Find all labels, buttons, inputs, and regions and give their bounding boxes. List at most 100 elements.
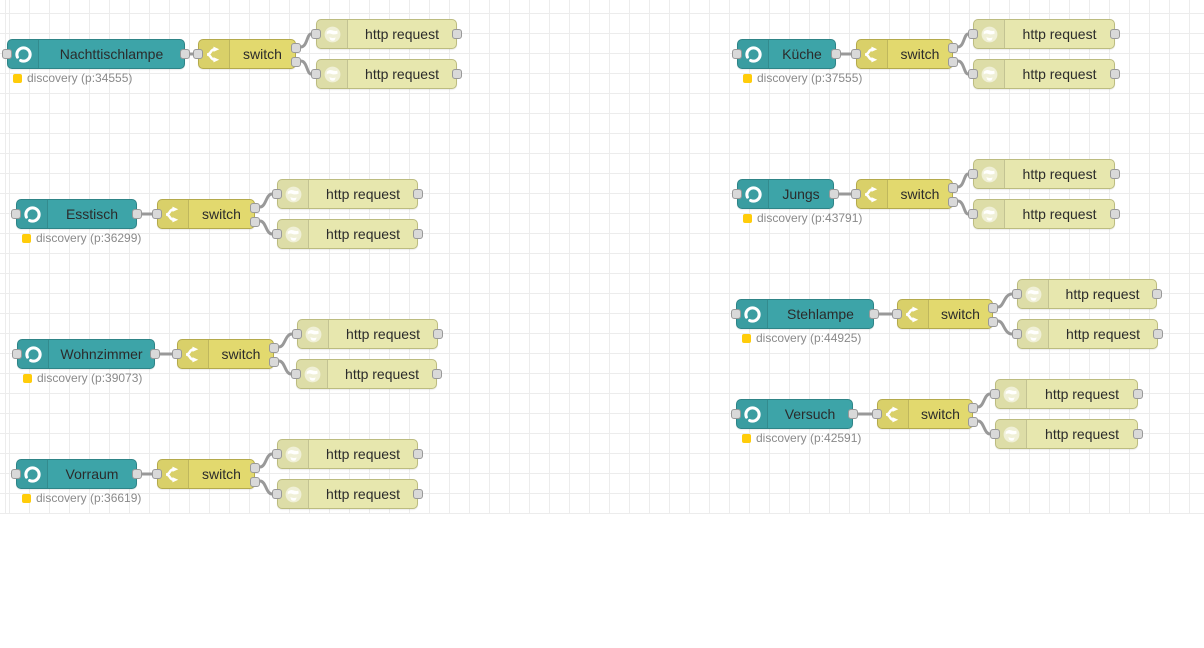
wire[interactable] xyxy=(956,172,970,189)
wire[interactable] xyxy=(996,292,1014,309)
input-port[interactable] xyxy=(12,349,22,359)
output-port[interactable] xyxy=(869,309,879,319)
output-port-2[interactable] xyxy=(948,197,958,207)
wire[interactable] xyxy=(299,59,313,76)
input-port[interactable] xyxy=(990,429,1000,439)
output-port[interactable] xyxy=(413,489,423,499)
input-port[interactable] xyxy=(732,49,742,59)
node-device-nachttischlampe[interactable]: Nachttischlampe xyxy=(2,39,190,69)
node-http-request[interactable]: http request xyxy=(1012,319,1163,349)
node-device-jungs[interactable]: Jungs xyxy=(732,179,839,209)
output-port[interactable] xyxy=(829,189,839,199)
output-port[interactable] xyxy=(1153,329,1163,339)
input-port[interactable] xyxy=(152,469,162,479)
input-port[interactable] xyxy=(990,389,1000,399)
node-switch[interactable]: switch xyxy=(892,299,998,329)
wire[interactable] xyxy=(976,419,992,436)
input-port[interactable] xyxy=(292,329,302,339)
output-port-1[interactable] xyxy=(291,43,301,53)
input-port[interactable] xyxy=(272,449,282,459)
node-http-request[interactable]: http request xyxy=(272,439,423,469)
output-port[interactable] xyxy=(132,209,142,219)
wire[interactable] xyxy=(258,479,274,496)
node-device-kueche[interactable]: Küche xyxy=(732,39,841,69)
node-device-vorraum[interactable]: Vorraum xyxy=(11,459,142,489)
wire[interactable] xyxy=(996,319,1014,336)
input-port[interactable] xyxy=(272,189,282,199)
input-port[interactable] xyxy=(851,189,861,199)
output-port[interactable] xyxy=(1110,209,1120,219)
output-port[interactable] xyxy=(1110,169,1120,179)
node-http-request[interactable]: http request xyxy=(968,159,1120,189)
output-port[interactable] xyxy=(1152,289,1162,299)
input-port[interactable] xyxy=(851,49,861,59)
output-port[interactable] xyxy=(132,469,142,479)
output-port[interactable] xyxy=(1133,389,1143,399)
input-port[interactable] xyxy=(172,349,182,359)
output-port-2[interactable] xyxy=(250,477,260,487)
input-port[interactable] xyxy=(968,69,978,79)
input-port[interactable] xyxy=(1012,329,1022,339)
output-port[interactable] xyxy=(848,409,858,419)
node-http-request[interactable]: http request xyxy=(311,19,462,49)
input-port[interactable] xyxy=(193,49,203,59)
wire[interactable] xyxy=(299,32,313,49)
input-port[interactable] xyxy=(1012,289,1022,299)
output-port[interactable] xyxy=(413,229,423,239)
wire[interactable] xyxy=(258,219,274,236)
input-port[interactable] xyxy=(731,409,741,419)
output-port-1[interactable] xyxy=(250,463,260,473)
output-port-1[interactable] xyxy=(968,403,978,413)
node-switch[interactable]: switch xyxy=(152,199,260,229)
node-switch[interactable]: switch xyxy=(851,39,958,69)
node-switch[interactable]: switch xyxy=(851,179,958,209)
node-device-stehlampe[interactable]: Stehlampe xyxy=(731,299,879,329)
output-port-2[interactable] xyxy=(968,417,978,427)
input-port[interactable] xyxy=(732,189,742,199)
input-port[interactable] xyxy=(311,69,321,79)
output-port[interactable] xyxy=(1110,29,1120,39)
wire[interactable] xyxy=(956,59,970,76)
node-switch[interactable]: switch xyxy=(152,459,260,489)
wire[interactable] xyxy=(258,452,274,469)
node-switch[interactable]: switch xyxy=(193,39,301,69)
input-port[interactable] xyxy=(272,489,282,499)
output-port[interactable] xyxy=(180,49,190,59)
input-port[interactable] xyxy=(2,49,12,59)
input-port[interactable] xyxy=(892,309,902,319)
wire[interactable] xyxy=(956,32,970,49)
input-port[interactable] xyxy=(152,209,162,219)
output-port[interactable] xyxy=(413,449,423,459)
node-http-request[interactable]: http request xyxy=(990,379,1143,409)
input-port[interactable] xyxy=(311,29,321,39)
output-port-1[interactable] xyxy=(250,203,260,213)
node-http-request[interactable]: http request xyxy=(291,359,442,389)
output-port-2[interactable] xyxy=(250,217,260,227)
node-http-request[interactable]: http request xyxy=(968,59,1120,89)
output-port-2[interactable] xyxy=(988,317,998,327)
input-port[interactable] xyxy=(968,209,978,219)
node-device-esstisch[interactable]: Esstisch xyxy=(11,199,142,229)
output-port[interactable] xyxy=(432,369,442,379)
node-http-request[interactable]: http request xyxy=(311,59,462,89)
wire[interactable] xyxy=(277,359,293,376)
node-http-request[interactable]: http request xyxy=(968,199,1120,229)
output-port-1[interactable] xyxy=(948,43,958,53)
input-port[interactable] xyxy=(11,209,21,219)
node-device-versuch[interactable]: Versuch xyxy=(731,399,858,429)
output-port-1[interactable] xyxy=(948,183,958,193)
output-port[interactable] xyxy=(831,49,841,59)
output-port-1[interactable] xyxy=(269,343,279,353)
output-port[interactable] xyxy=(452,69,462,79)
node-switch[interactable]: switch xyxy=(172,339,279,369)
wire[interactable] xyxy=(258,192,274,209)
input-port[interactable] xyxy=(731,309,741,319)
node-http-request[interactable]: http request xyxy=(292,319,443,349)
node-http-request[interactable]: http request xyxy=(990,419,1143,449)
wire[interactable] xyxy=(976,392,992,409)
input-port[interactable] xyxy=(291,369,301,379)
node-http-request[interactable]: http request xyxy=(272,179,423,209)
input-port[interactable] xyxy=(968,29,978,39)
output-port-1[interactable] xyxy=(988,303,998,313)
